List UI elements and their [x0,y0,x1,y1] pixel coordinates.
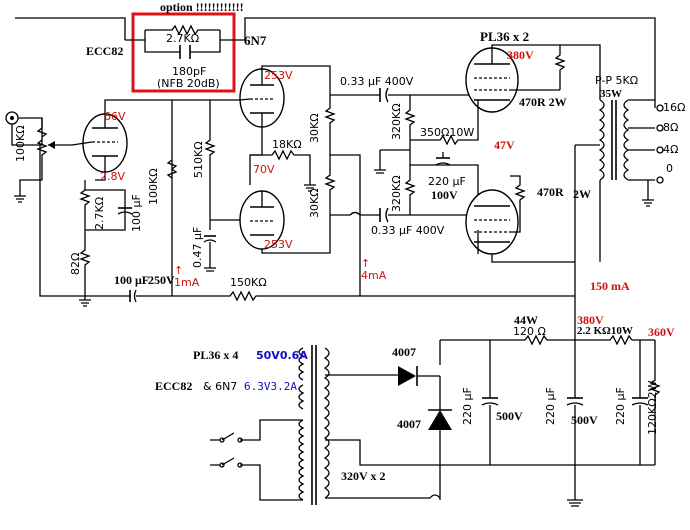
pl36-heater-voltage: 50V0.6A [256,349,308,362]
c-220-cathode-label: 220 μF [428,175,466,188]
voltage-360v: 360V [648,325,675,339]
option-box-border [131,12,236,93]
transformer-label: P-P 5KΩ [595,74,639,87]
c-feedback-label: 100 μF [114,273,150,287]
r-320k-b-label: 320KΩ [390,175,403,212]
ecc82-heater-and: & 6N7 [203,380,238,393]
r-120-label: 120 Ω [513,325,546,338]
diode-1-label: 4007 [392,345,416,359]
voltage-2-8v: 2.8V [100,170,126,183]
c-220-cathode-voltage: 100V [431,188,458,202]
c-100uf-label: 100 μF [130,194,143,232]
r-470-bottom-label: 470R [537,185,564,199]
r-30k-b-label: 30KΩ [308,188,321,218]
r-350-label: 350Ω10W [420,126,475,139]
r-2w-label: 2W [573,187,591,201]
current-150ma: 150 mA [590,279,630,293]
ecc82-label: ECC82 [86,44,124,58]
c2-voltage: 500V [571,413,598,427]
c1-label: 220 μF [461,387,474,425]
r-470-top-label: 470R 2W [519,95,567,109]
r-150k-label: 150KΩ [230,276,267,289]
pl36-tube-bottom [465,189,519,255]
voltage-380v-ps: 380V [577,313,604,327]
voltage-253v-top: 253V [264,69,293,82]
current-4ma: ↑ 4mA [361,257,387,283]
pl36-label: PL36 x 2 [480,29,530,44]
option-title: option !!!!!!!!!!!! [160,0,244,14]
c1-voltage: 500V [496,409,523,423]
c-033-bottom-label: 0.33 μF 400V [371,224,445,237]
voltage-380v-top: 380V [507,48,534,62]
secondary-voltage: 320V x 2 [341,469,386,483]
diode-2-label: 4007 [397,417,421,431]
voltage-70v: 70V [253,163,275,176]
r-44w-label: 44W [514,313,538,327]
voltage-66v: 66V [104,110,126,123]
ecc82-heater-label: ECC82 [155,379,193,393]
transformer-wattage: 35W [600,88,622,100]
r-82-label: 82Ω [69,252,82,275]
option-capacitor-label: 180pF [172,65,207,78]
output-4-ohm: 4Ω [663,143,679,156]
c-047-label: 0.47 μF [191,226,204,268]
ecc82-heater-voltage: 6.3V3.2A [244,380,297,393]
current-1ma: ↑ 1mA [174,264,200,290]
r-2-2k-label: 2.2 KΩ10W [577,325,633,337]
pl36-heater-label: PL36 x 4 [193,348,239,362]
c-033-top-label: 0.33 μF 400V [340,75,414,88]
r-18k-label: 18KΩ [272,138,302,151]
r-100k-label: 100KΩ [147,168,160,205]
voltage-47v: 47V [494,138,515,152]
output-8-ohm: 8Ω [663,121,679,134]
c2-label: 220 μF [544,387,557,425]
voltage-253v-bottom: 253V [264,238,293,251]
r-510k-label: 510KΩ [192,141,205,178]
option-note-label: (NFB 20dB) [157,77,220,90]
pot-label: 100KΩ [14,125,27,162]
option-resistor-label: 2.7KΩ [166,32,200,45]
6n7-label: 6N7 [244,33,267,48]
voltage-250v: 250V [148,273,175,287]
c3-label: 220 μF [614,387,627,425]
r-320k-a-label: 320KΩ [390,103,403,140]
output-16-ohm: 16Ω [663,101,686,114]
r-30k-a-label: 30KΩ [308,113,321,143]
r-2-7k-label: 2.7KΩ [93,196,106,230]
output-0: 0 [666,162,673,175]
option-resistor [145,24,220,36]
r-120k-label: 120KΩ2W [646,380,659,436]
